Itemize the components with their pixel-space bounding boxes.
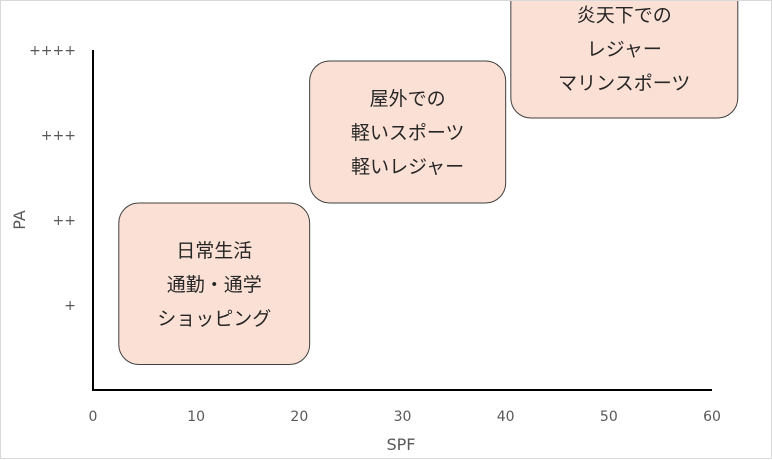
- region-box-label: 軽いレジャー: [351, 156, 464, 178]
- region-box-rect: [510, 1, 739, 119]
- region-box-label: レジャー: [587, 39, 662, 61]
- region-box-rect: [309, 60, 507, 204]
- region-box-label: 通勤・通学: [167, 274, 262, 296]
- y-axis-title: PA: [10, 210, 29, 230]
- region-box-label: 軽いスポーツ: [351, 122, 465, 144]
- y-tick-label: +: [64, 298, 76, 314]
- region-box-label: ショッピング: [157, 308, 271, 330]
- region-box-label: 日常生活: [176, 240, 252, 262]
- x-tick-label: 40: [497, 409, 515, 425]
- x-tick-label: 30: [394, 409, 412, 425]
- x-tick-label: 10: [187, 409, 205, 425]
- region-boxes: 日常生活通勤・通学ショッピング屋外での軽いスポーツ軽いレジャー炎天下でのレジャー…: [118, 1, 739, 365]
- x-tick-label: 50: [600, 409, 618, 425]
- region-box-label: 屋外での: [370, 88, 446, 110]
- region-box-rect: [118, 202, 311, 365]
- region-box-label: 炎天下での: [577, 5, 672, 27]
- y-tick-label: ++++: [29, 43, 76, 59]
- x-axis-title: SPF: [386, 435, 415, 454]
- y-tick-label: +++: [41, 128, 76, 144]
- y-tick-labels: ++++++++++: [29, 43, 76, 314]
- x-tick-label: 60: [703, 409, 721, 425]
- x-tick-label: 20: [290, 409, 308, 425]
- x-tick-labels: 0 10 20 30 40 50 60: [89, 409, 721, 425]
- y-tick-label: ++: [53, 213, 76, 229]
- x-tick-label: 0: [89, 409, 98, 425]
- region-box-label: マリンスポーツ: [558, 73, 690, 95]
